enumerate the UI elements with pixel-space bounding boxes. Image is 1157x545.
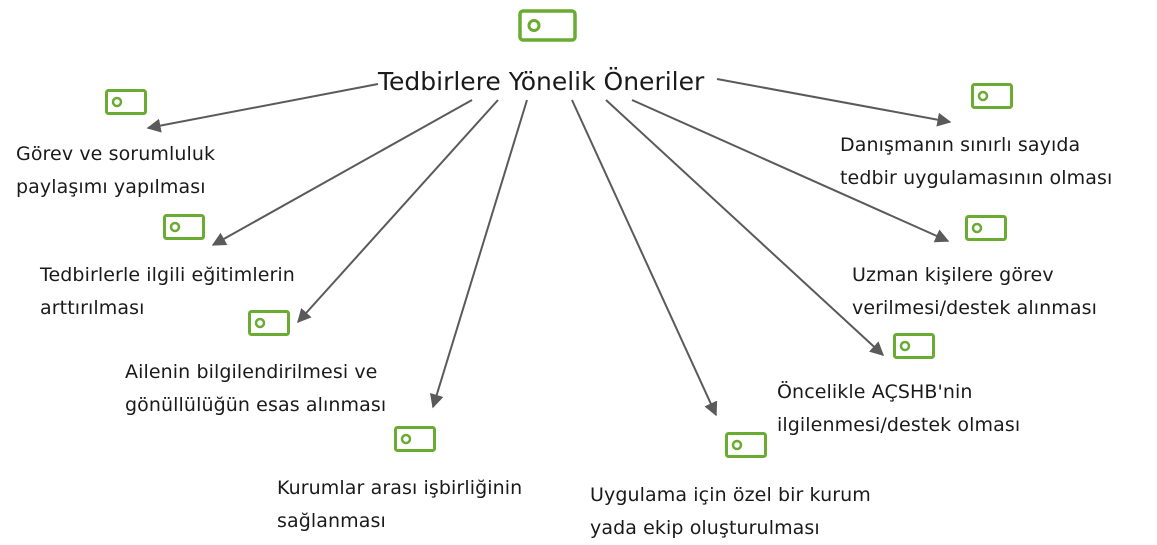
- code-icon[interactable]: [248, 310, 290, 336]
- edge-acshb: [605, 99, 885, 356]
- edge-egitim: [211, 99, 473, 246]
- node-label-uzman[interactable]: Uzman kişilere görev verilmesi/destek al…: [852, 264, 1097, 319]
- code-icon[interactable]: [394, 426, 436, 452]
- code-icon[interactable]: [163, 214, 205, 240]
- node-label-aile[interactable]: Ailenin bilgilendirilmesi ve gönüllülüğü…: [125, 361, 387, 416]
- node-label-uygulama[interactable]: Uygulama için özel bir kurum yada ekip o…: [590, 484, 871, 539]
- edge-kurumlar: [429, 99, 528, 409]
- code-icon[interactable]: [971, 83, 1013, 109]
- code-icon[interactable]: [893, 333, 935, 359]
- node-label-danisman[interactable]: Danışmanın sınırlı sayıda tedbir uygulam…: [840, 134, 1113, 189]
- node-label-egitim[interactable]: Tedbirlerle ilgili eğitimlerin arttırılm…: [40, 264, 295, 319]
- center-node-title[interactable]: Tedbirlere Yönelik Öneriler: [378, 67, 705, 96]
- node-label-gorev[interactable]: Görev ve sorumluluk paylaşımı yapılması: [16, 143, 216, 198]
- code-icon[interactable]: [725, 432, 767, 458]
- code-icon[interactable]: [105, 89, 147, 115]
- edge-aile: [297, 99, 499, 324]
- edge-gorev: [146, 83, 379, 133]
- node-label-kurumlar[interactable]: Kurumlar arası işbirliğinin sağlanması: [277, 477, 523, 532]
- node-label-acshb[interactable]: Öncelikle AÇSHB'nin ilgilenmesi/destek o…: [777, 381, 1021, 436]
- code-icon[interactable]: [518, 9, 578, 43]
- edge-danisman: [716, 78, 952, 127]
- edge-uzman: [631, 99, 950, 243]
- edge-uygulama: [571, 99, 718, 417]
- code-icon[interactable]: [965, 215, 1007, 241]
